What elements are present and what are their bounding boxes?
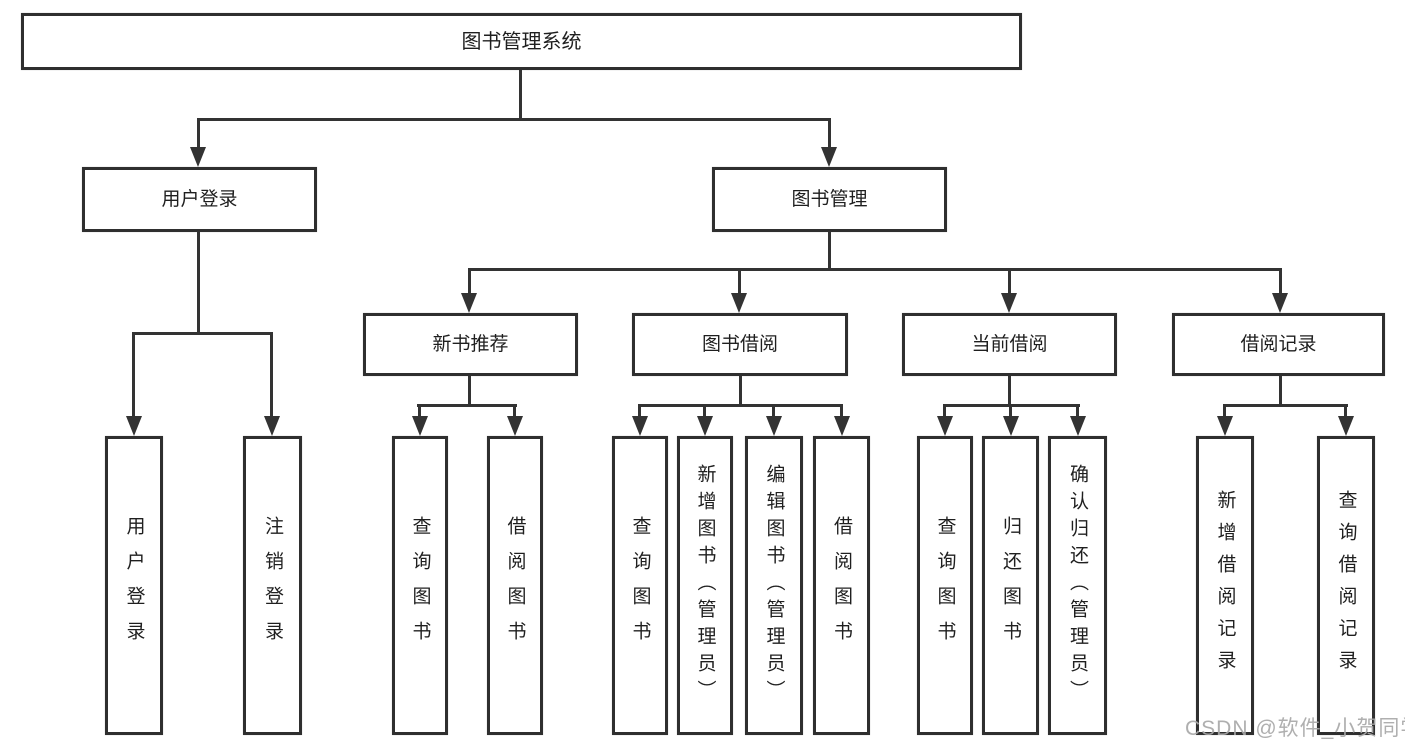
node-user-login-label: 用户登录 [161,189,238,210]
connector-borrow-records-branch [1223,404,1348,407]
leaf-query-borrow-record: 查询借阅记录 [1317,436,1375,735]
leaf-query-books-borrow: 查询图书 [612,436,668,735]
leaf-borrow-books: 借阅图书 [813,436,870,735]
leaf-return-books: 归还图书 [982,436,1039,735]
node-book-management: 图书管理 [712,167,947,232]
leaf-edit-book-admin: 编辑图书（管理员） [745,436,803,735]
connector-user-login-branch [132,332,273,335]
connector-drop [943,404,946,418]
leaf-user-login-label: 用户登录 [123,515,145,656]
connector-drop [1009,404,1012,418]
connector-new-book-rec-stem [468,376,471,407]
connector-drop [638,404,641,418]
arrow-down-icon [937,416,953,436]
node-current-borrow-label: 当前借阅 [971,334,1048,355]
connector-drop-new-book-rec [468,268,471,296]
arrow-down-icon [190,147,206,167]
node-borrow-records: 借阅记录 [1172,313,1385,376]
connector-drop [1223,404,1226,418]
connector-drop [772,404,775,418]
connector-borrow-records-stem [1279,376,1282,407]
leaf-query-books-current-label: 查询图书 [934,515,956,656]
arrow-down-icon [1272,293,1288,313]
connector-drop [1076,404,1079,418]
arrow-down-icon [461,293,477,313]
connector-drop-book-borrow [738,268,741,296]
arrow-down-icon [1003,416,1019,436]
connector-new-book-rec-branch [417,404,517,407]
arrow-down-icon [632,416,648,436]
leaf-query-books-current: 查询图书 [917,436,973,735]
node-book-management-label: 图书管理 [791,189,868,210]
leaf-logout: 注销登录 [243,436,302,735]
connector-drop-leaf-user-login [132,332,135,418]
arrow-down-icon [731,293,747,313]
leaf-query-books-recommend-label: 查询图书 [409,515,431,656]
node-book-borrow: 图书借阅 [632,313,848,376]
arrow-down-icon [766,416,782,436]
arrow-down-icon [834,416,850,436]
leaf-confirm-return-admin: 确认归还（管理员） [1048,436,1107,735]
node-new-book-recommend: 新书推荐 [363,313,578,376]
connector-drop-borrow-records [1279,268,1282,296]
leaf-logout-label: 注销登录 [262,515,283,656]
connector-book-mgmt-stem [828,231,831,271]
arrow-down-icon [697,416,713,436]
connector-drop [1344,404,1347,418]
node-user-login: 用户登录 [82,167,317,232]
node-current-borrow: 当前借阅 [902,313,1117,376]
arrow-down-icon [412,416,428,436]
arrow-down-icon [821,147,837,167]
leaf-borrow-books-recommend: 借阅图书 [487,436,543,735]
connector-root-stem [519,70,522,121]
connector-drop-leaf-logout [270,332,273,418]
connector-drop-current-borrow [1008,268,1011,296]
connector-drop [840,404,843,418]
connector-drop-book-mgmt [828,118,831,150]
connector-book-borrow-stem [739,376,742,407]
node-borrow-records-label: 借阅记录 [1240,334,1317,355]
leaf-add-book-admin: 新增图书（管理员） [677,436,733,735]
csdn-watermark: CSDN @软件_小贺同学 [1185,717,1405,740]
arrow-down-icon [1217,416,1233,436]
leaf-user-login: 用户登录 [105,436,163,735]
connector-book-borrow-branch [638,404,843,407]
leaf-add-book-admin-label: 新增图书（管理员） [694,464,716,707]
leaf-query-books-recommend: 查询图书 [392,436,448,735]
leaf-add-borrow-record: 新增借阅记录 [1196,436,1254,735]
connector-book-mgmt-branch [468,268,1282,271]
leaf-return-books-label: 归还图书 [1000,515,1021,656]
node-new-book-recommend-label: 新书推荐 [432,334,509,355]
arrow-down-icon [1001,293,1017,313]
arrow-down-icon [507,416,523,436]
connector-drop [418,404,421,418]
leaf-borrow-books-label: 借阅图书 [831,515,852,656]
arrow-down-icon [1070,416,1086,436]
connector-root-branch [197,118,831,121]
arrow-down-icon [264,416,280,436]
leaf-query-borrow-record-label: 查询借阅记录 [1335,489,1357,682]
node-book-borrow-label: 图书借阅 [701,334,778,355]
leaf-confirm-return-admin-label: 确认归还（管理员） [1067,464,1088,707]
arrow-down-icon [1338,416,1354,436]
connector-user-login-stem [197,231,200,335]
leaf-edit-book-admin-label: 编辑图书（管理员） [763,464,785,707]
leaf-borrow-books-recommend-label: 借阅图书 [504,515,526,656]
leaf-query-books-borrow-label: 查询图书 [629,515,651,656]
node-root-system: 图书管理系统 [21,13,1022,70]
arrow-down-icon [126,416,142,436]
leaf-add-borrow-record-label: 新增借阅记录 [1214,489,1236,682]
connector-drop [703,404,706,418]
node-root-label: 图书管理系统 [461,30,582,53]
connector-drop-user-login [197,118,200,150]
connector-current-borrow-stem [1008,376,1011,407]
connector-drop [513,404,516,418]
